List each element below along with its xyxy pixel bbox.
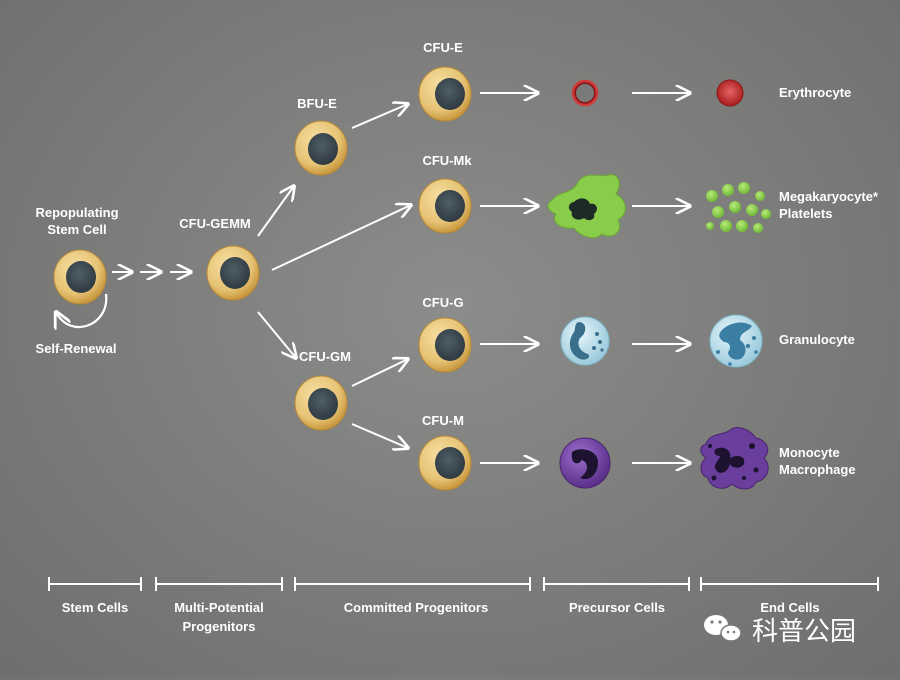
cfu-gm-cell	[294, 375, 348, 431]
label-macrophage: Macrophage	[779, 462, 856, 477]
label-bfu-e: BFU-E	[297, 96, 337, 111]
label-cfu-e: CFU-E	[423, 40, 463, 55]
label-cfu-g: CFU-G	[422, 295, 463, 310]
label-self-renewal: Self-Renewal	[36, 341, 117, 356]
cfu-m-cell	[418, 435, 472, 491]
macrophage-cell	[700, 427, 769, 490]
watermark-text: 科普公园	[752, 617, 856, 647]
stage-label-precursor-cells: Precursor Cells	[569, 600, 665, 615]
platelets-cluster	[706, 182, 771, 233]
cfu-g-cell	[418, 317, 472, 373]
stage-label-stem-cells: Stem Cells	[62, 600, 128, 615]
stage-brackets	[48, 577, 879, 591]
megakaryocyte-precursor-cell	[547, 174, 626, 239]
cfu-gemm-cell	[206, 245, 260, 301]
erythroid-precursor-cell	[571, 79, 599, 107]
label-cfu-gemm: CFU-GEMM	[179, 216, 251, 231]
cfu-mk-cell	[418, 178, 472, 234]
label-stem-line2: Stem Cell	[47, 222, 106, 237]
stage-label-committed-progenitors: Committed Progenitors	[344, 600, 488, 615]
stage-label-multi-potential-line2: Progenitors	[183, 619, 256, 634]
label-granulocyte: Granulocyte	[779, 332, 855, 347]
watermark: 科普公园	[704, 615, 856, 647]
granulocyte-precursor-cell	[560, 316, 610, 366]
label-monocyte: Monocyte	[779, 445, 840, 460]
granulocyte-cell	[709, 314, 763, 368]
label-megakaryocyte: Megakaryocyte*	[779, 189, 879, 204]
label-cfu-mk: CFU-Mk	[422, 153, 472, 168]
flow-arrows	[112, 93, 690, 463]
label-cfu-gm: CFU-GM	[299, 349, 351, 364]
stage-label-multi-potential-line1: Multi-Potential	[174, 600, 264, 615]
erythrocyte-cell	[716, 79, 744, 107]
label-platelets: Platelets	[779, 206, 832, 221]
cfu-e-cell	[418, 66, 472, 122]
stage-label-end-cells: End Cells	[760, 600, 819, 615]
bfu-e-cell	[294, 120, 348, 176]
label-erythrocyte: Erythrocyte	[779, 85, 851, 100]
monocyte-precursor-cell	[559, 437, 611, 489]
stem-cell	[53, 249, 107, 305]
wechat-icon	[704, 615, 742, 642]
self-renewal-arrow	[56, 293, 108, 327]
label-stem-line1: Repopulating	[35, 205, 118, 220]
label-cfu-m: CFU-M	[422, 413, 464, 428]
